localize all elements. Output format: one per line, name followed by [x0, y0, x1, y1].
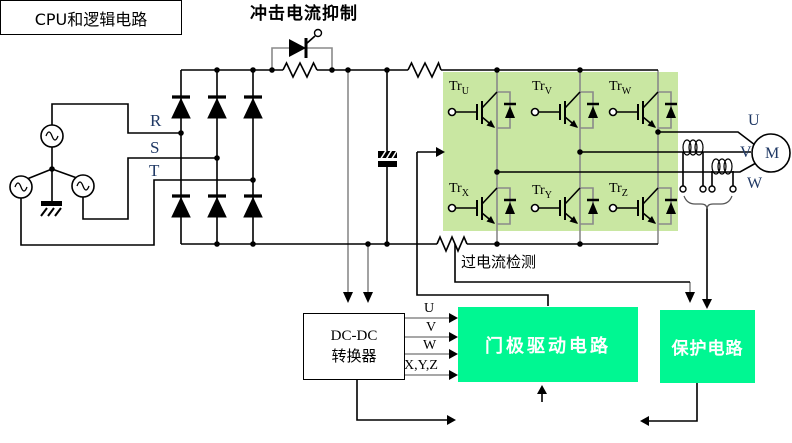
motor-m-label: M	[765, 145, 780, 162]
protection-label: 保护电路	[671, 339, 744, 359]
arrow-down-icon	[343, 292, 353, 303]
signal-w-label: W	[423, 338, 437, 353]
dcdc-to-cpu-wire	[356, 380, 447, 421]
ac-source-icon	[71, 174, 95, 198]
thyristor-icon	[289, 39, 306, 57]
motor-u-label: U	[748, 112, 760, 129]
phase-r-wire	[51, 103, 181, 134]
inrush-resistor	[282, 61, 318, 79]
shunt-resistor	[436, 234, 468, 254]
arrow-down-icon	[685, 292, 695, 303]
cpu-label: CPU和逻辑电路	[34, 9, 148, 29]
ac-source-icon	[9, 175, 33, 199]
dcdc-label-line2: 转换器	[331, 346, 377, 365]
signal-u-label: U	[424, 301, 435, 316]
arrow-down-icon	[702, 299, 712, 309]
cpu-logic-box: CPU和逻辑电路	[0, 0, 182, 35]
gate-drive-label: 门极驱动电路	[485, 335, 611, 357]
igbt-label-try: TrY	[532, 183, 552, 201]
ct-leads	[682, 152, 734, 186]
inrush-suppressor	[289, 28, 323, 58]
star-point-wires	[26, 147, 78, 201]
motor-w-label: W	[747, 175, 763, 192]
inrush-bypass-branch	[271, 47, 333, 70]
bridge-columns	[180, 70, 254, 244]
igbt-label-trv: TrV	[532, 79, 552, 97]
rectifier-bridge	[171, 95, 263, 218]
overcurrent-detect-label: 过电流检测	[461, 253, 537, 271]
igbt-label-trz: TrZ	[609, 181, 628, 199]
dcdc-converter-box: DC-DC 转换器	[303, 313, 405, 380]
arrow-right-icon	[449, 370, 458, 380]
arrow-right-icon	[449, 349, 458, 359]
phase-r-label: R	[150, 111, 162, 130]
inrush-suppression-label: 冲击电流抑制	[250, 4, 358, 24]
brace	[683, 195, 733, 210]
arrow-left-icon	[640, 416, 649, 426]
signal-v-label: V	[426, 320, 437, 335]
protection-box: 保护电路	[660, 310, 755, 383]
ct-terminals	[679, 185, 737, 193]
dcdc-label-line1: DC-DC	[330, 327, 378, 344]
phase-t-wire	[20, 179, 253, 246]
bus-resistor	[407, 60, 442, 79]
switch-contact-icon	[313, 28, 323, 38]
ct-coil-icon	[682, 139, 733, 175]
igbt-label-tru: TrU	[449, 79, 469, 97]
arrow-right-icon	[449, 332, 458, 342]
ground-icon	[41, 201, 62, 206]
arrow-up-icon	[537, 385, 547, 394]
current-sensors	[679, 139, 737, 210]
three-phase-source	[9, 124, 95, 217]
phase-s-label: S	[150, 138, 160, 157]
smoothing-capacitor-icon	[378, 150, 398, 167]
gate-drive-box: 门极驱动电路	[458, 307, 638, 382]
arrow-down-icon	[363, 292, 373, 303]
igbt-label-trx: TrX	[449, 181, 469, 199]
diode-icon	[171, 95, 263, 218]
protection-to-cpu-wire	[649, 383, 698, 422]
ac-source-icon	[40, 124, 64, 148]
arrow-right-icon	[447, 415, 456, 425]
igbt-module-highlight	[443, 72, 678, 231]
signal-xyz-label: X,Y,Z	[404, 358, 438, 373]
phase-t-label: T	[149, 161, 160, 180]
arrow-right-icon	[449, 313, 458, 323]
motor-v-label: V	[740, 144, 752, 161]
igbt-label-trw: TrW	[609, 79, 632, 97]
